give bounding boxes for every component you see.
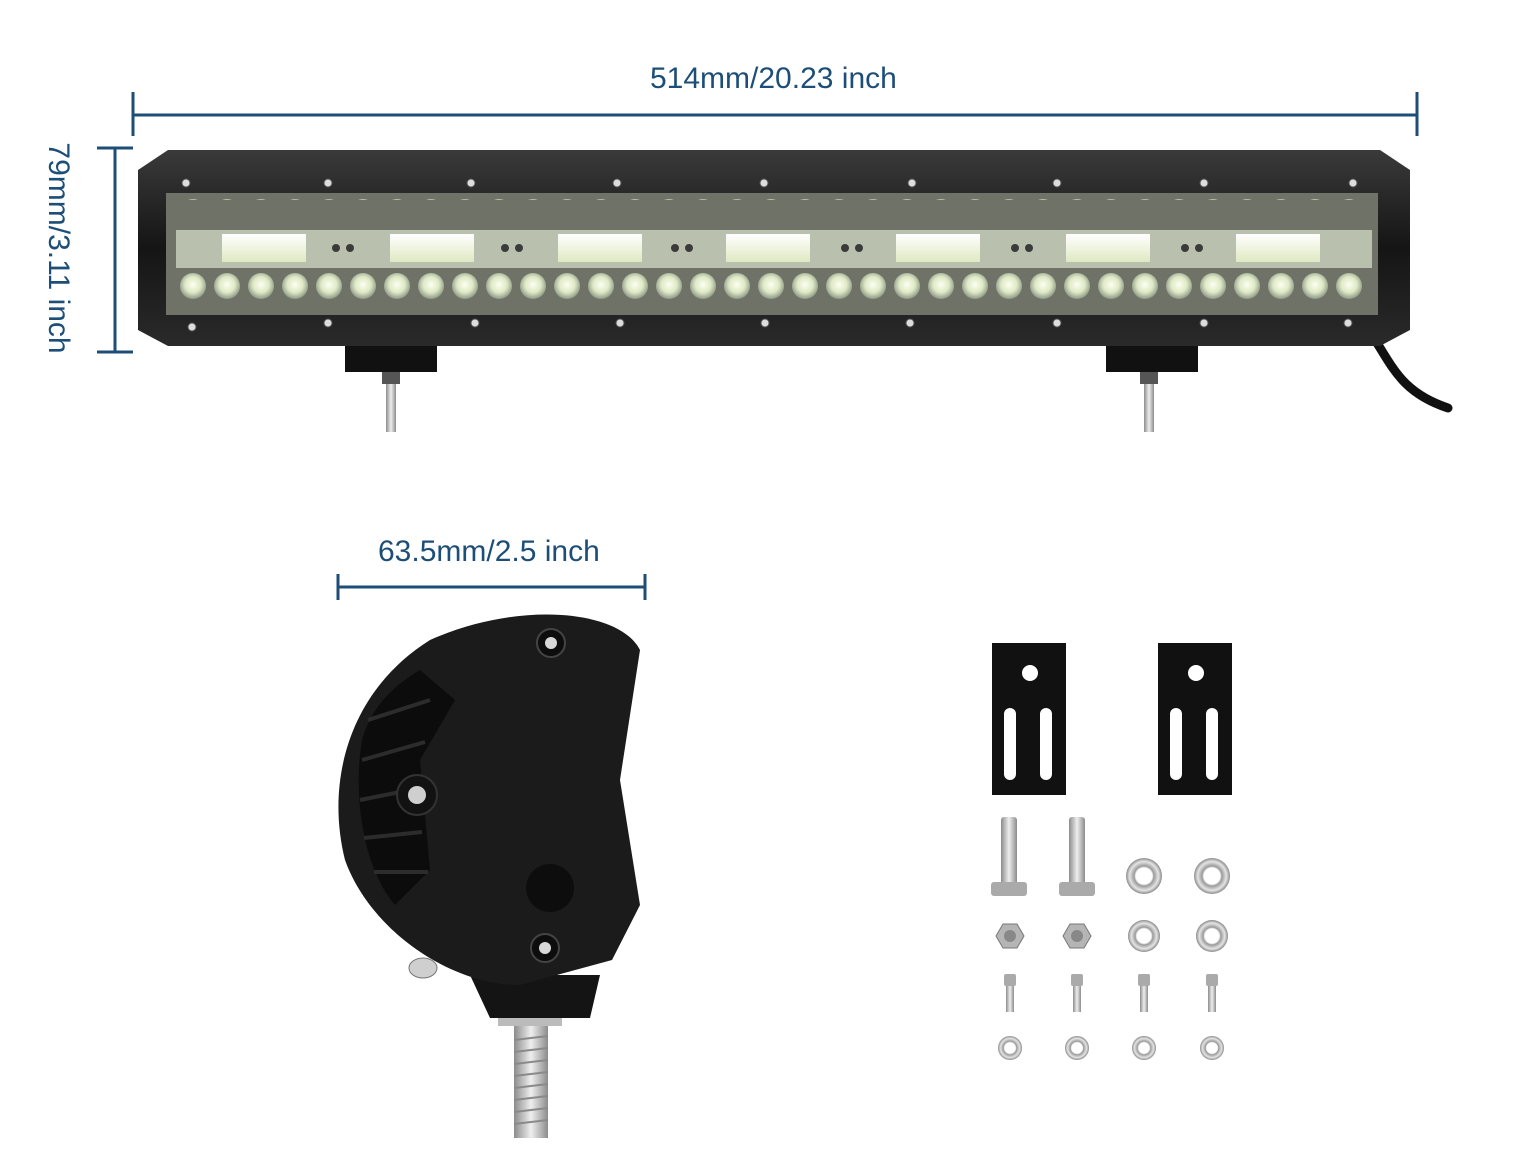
height-dimension-line <box>97 146 133 354</box>
side-width-dimension-label: 63.5mm/2.5 inch <box>378 535 600 568</box>
hex-nuts <box>995 923 1092 949</box>
mounting-hardware <box>991 643 1232 1060</box>
width-dimension-label: 514mm/20.23 inch <box>650 62 897 95</box>
housing-screws <box>181 178 1358 332</box>
side-pivot-bolt <box>408 786 426 804</box>
led-row-bottom <box>176 270 1372 304</box>
mounting-bracket-left <box>992 643 1066 795</box>
led-strip-middle <box>176 230 1372 268</box>
mounting-bolt-right <box>1144 384 1154 432</box>
washers <box>998 858 1230 1060</box>
width-dimension-line <box>131 92 1419 136</box>
light-bar-front-view <box>138 150 1453 432</box>
light-bar-side-view <box>338 614 640 1138</box>
side-width-dimension-line <box>336 574 647 600</box>
small-screws <box>1004 974 1218 1012</box>
mounting-bolt-left <box>386 384 396 432</box>
hex-bolts <box>991 817 1095 896</box>
led-row-top <box>176 196 1372 228</box>
mounting-bracket-right <box>1158 643 1232 795</box>
